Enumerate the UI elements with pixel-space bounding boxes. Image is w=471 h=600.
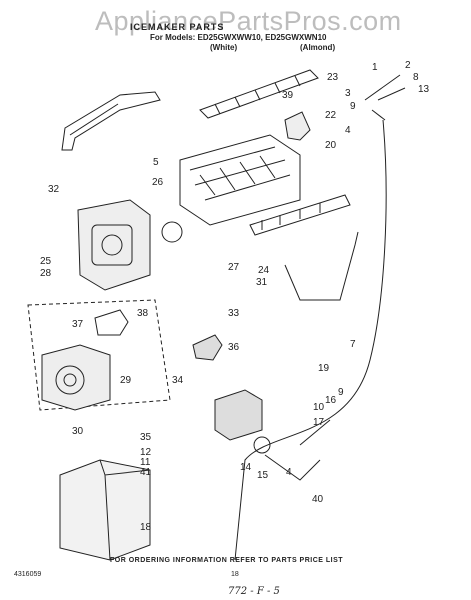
callout-35: 35 [140, 432, 152, 443]
callout-23: 23 [327, 72, 339, 83]
models-line: For Models: ED25GWXWW10, ED25GWXWN10 [150, 33, 327, 42]
callout-30: 30 [72, 426, 84, 437]
callout-11: 11 [140, 457, 151, 468]
module-dashed-box [27, 299, 171, 411]
callout-27: 27 [228, 262, 240, 273]
part-module-29 [41, 344, 111, 411]
part-shutoff-arm-31 [284, 231, 359, 301]
callout-9: 9 [350, 101, 356, 112]
callout-17: 17 [313, 417, 325, 428]
callout-1: 1 [372, 62, 378, 73]
callout-39: 39 [282, 90, 294, 101]
callout-41: 41 [140, 467, 152, 478]
callout-20: 20 [325, 140, 337, 151]
callout-12: 12 [140, 447, 152, 458]
callout-14: 14 [240, 462, 252, 473]
callout-34: 34 [172, 375, 184, 386]
part-filter-18 [59, 459, 151, 561]
callout-31: 31 [256, 277, 268, 288]
callout-28: 28 [40, 268, 52, 279]
callout-37: 37 [72, 319, 84, 330]
part-fittings-1-2-3 [364, 74, 406, 121]
callout-26: 26 [152, 177, 164, 188]
callout-7: 7 [350, 339, 356, 350]
part-mounting-plate-25 [77, 199, 151, 291]
callout-5: 5 [153, 157, 159, 168]
part-water-tube-7 [234, 119, 387, 561]
callout-33: 33 [228, 308, 240, 319]
part-motor-27 [161, 221, 183, 243]
callout-15: 15 [257, 470, 269, 481]
ordering-note: FOR ORDERING INFORMATION REFER TO PARTS … [110, 557, 344, 564]
diagram-title: ICEMAKER PARTS [130, 22, 225, 32]
callout-10: 10 [313, 402, 325, 413]
callout-40: 40 [312, 494, 324, 505]
part-motor-37 [94, 309, 129, 336]
callout-18: 18 [140, 522, 152, 533]
callout-2: 2 [405, 60, 411, 71]
part-stripper-24 [249, 194, 351, 236]
part-ejector-23 [199, 69, 319, 119]
callout-38: 38 [137, 308, 149, 319]
handwritten-note: 772 - F - 5 [228, 586, 280, 597]
callout-19: 19 [318, 363, 330, 374]
callout-3: 3 [345, 88, 351, 99]
callout-22: 22 [325, 110, 337, 121]
callout-24: 24 [258, 265, 270, 276]
part-ice-mold-20 [179, 134, 301, 226]
part-water-valve-10 [214, 389, 331, 481]
callout-32: 32 [48, 184, 60, 195]
callout-8: 8 [413, 72, 419, 83]
callout-16: 16 [325, 395, 337, 406]
color-white-label: (White) [210, 43, 238, 52]
callout-13: 13 [418, 84, 430, 95]
watermark-text: AppliancePartsPros.com [95, 6, 402, 36]
callout-4: 4 [345, 125, 351, 136]
callout-4: 4 [286, 467, 292, 478]
document-number: 4316059 [14, 571, 42, 578]
callout-36: 36 [228, 342, 240, 353]
page-number: 18 [231, 571, 239, 578]
part-bracket-32 [61, 91, 161, 151]
color-almond-label: (Almond) [300, 43, 336, 52]
part-bracket-33 [192, 334, 223, 361]
callout-25: 25 [40, 256, 52, 267]
callout-9: 9 [338, 387, 344, 398]
callout-29: 29 [120, 375, 132, 386]
part-fill-cup-22 [284, 111, 311, 141]
